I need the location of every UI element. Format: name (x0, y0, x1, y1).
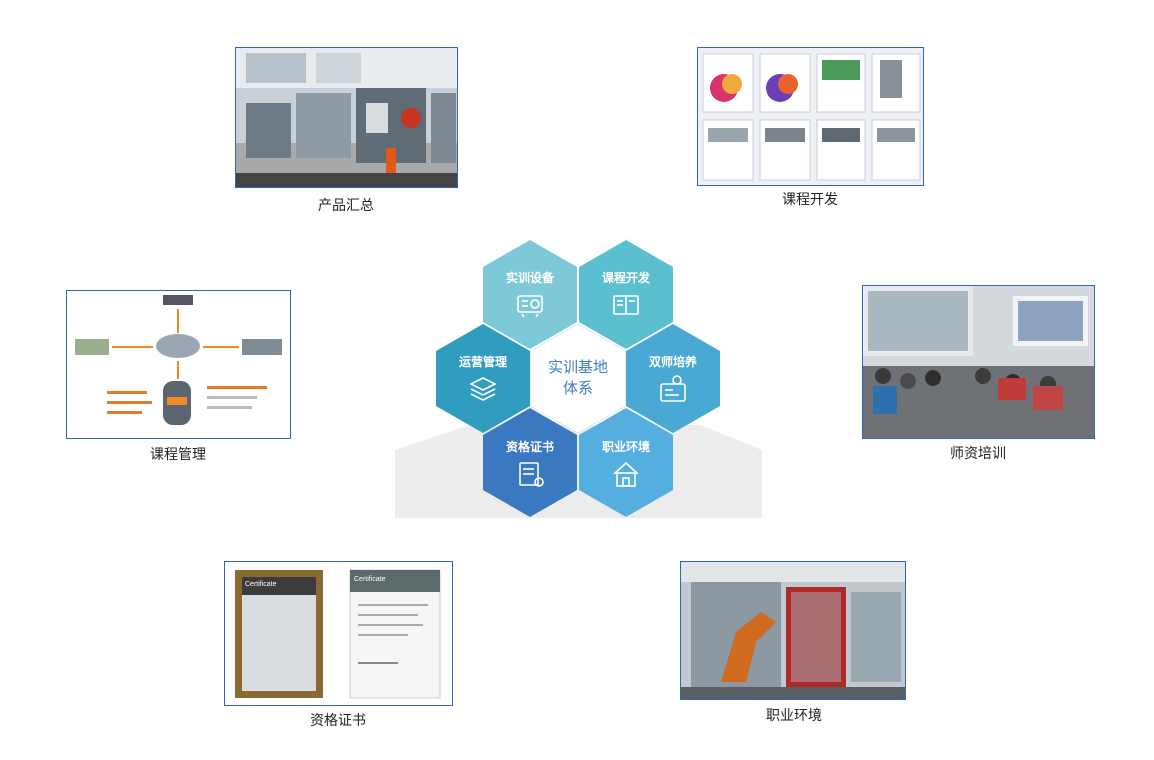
certificate-title-left: Certificate (245, 581, 277, 588)
hex-label-operations: 运营管理 (459, 354, 507, 369)
projector-icon (517, 295, 543, 318)
product-photo (235, 47, 458, 188)
lab-scene-illustration (236, 48, 457, 187)
hex-dual-teacher[interactable]: 双师培养 (626, 324, 720, 433)
hex-label-course-dev: 课程开发 (602, 270, 651, 285)
hex-course-dev[interactable]: 课程开发 (579, 240, 673, 349)
product-caption: 产品汇总 (318, 198, 374, 214)
hex-career[interactable]: 职业环境 (579, 408, 673, 517)
network-diagram-illustration (67, 291, 290, 438)
teacher-training-photo (862, 285, 1095, 439)
robot-cell-illustration (681, 562, 905, 699)
career-env-caption: 职业环境 (766, 708, 822, 724)
layers-icon (469, 377, 497, 401)
book-covers-illustration (698, 48, 923, 185)
document-icon (519, 462, 544, 487)
certificate-photo: Certificate Certificate (224, 561, 453, 706)
diagram-base (395, 425, 762, 518)
hex-training-equipment[interactable]: 实训设备 (483, 240, 577, 349)
house-icon (613, 461, 639, 487)
hex-label-training-equipment: 实训设备 (506, 270, 555, 285)
course-dev-caption: 课程开发 (782, 192, 838, 208)
career-env-photo (680, 561, 906, 700)
certificate-icon (660, 375, 686, 402)
hex-label-career: 职业环境 (602, 439, 650, 454)
certificates-illustration (225, 562, 452, 705)
hex-operations[interactable]: 运营管理 (436, 324, 530, 433)
course-mgmt-diagram (66, 290, 291, 439)
hex-qualification[interactable]: 资格证书 (483, 408, 577, 517)
center-title-line1: 实训基地 (548, 358, 608, 376)
certificate-caption: 资格证书 (310, 713, 366, 729)
course-mgmt-caption: 课程管理 (150, 447, 206, 463)
hex-label-qualification: 资格证书 (506, 439, 554, 454)
classroom-illustration (863, 286, 1094, 438)
course-dev-books (697, 47, 924, 186)
book-icon (613, 295, 639, 315)
certificate-title-right: Certificate (354, 576, 386, 583)
hex-label-dual-teacher: 双师培养 (649, 354, 697, 369)
center-title-line2: 体系 (563, 379, 593, 397)
teacher-training-caption: 师资培训 (950, 446, 1006, 462)
